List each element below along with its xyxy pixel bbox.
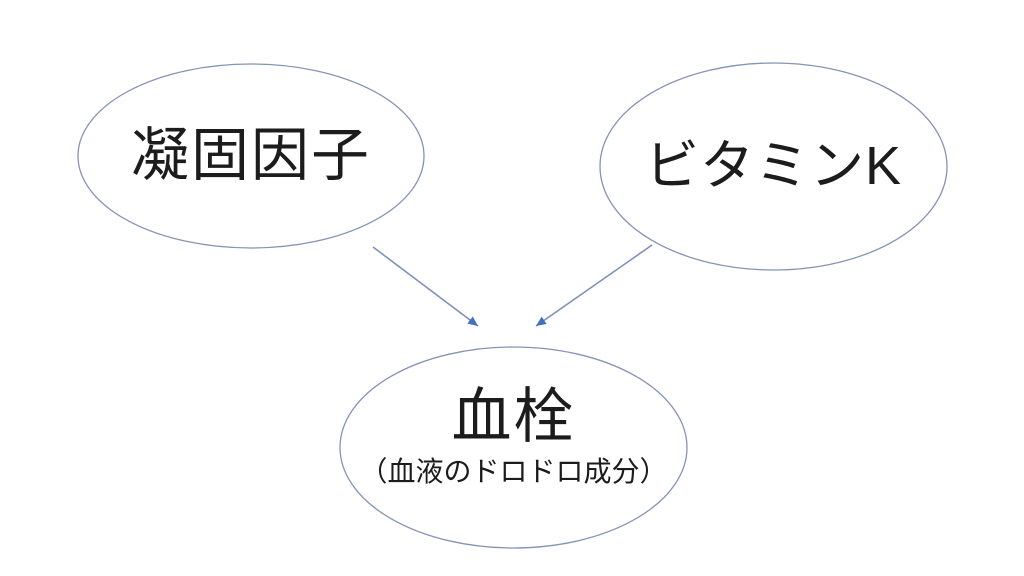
arrow-vitamin-k-to-thrombus <box>535 244 653 327</box>
ellipse-thrombus <box>339 346 688 549</box>
ellipse-coagulation-factor <box>77 63 425 249</box>
ellipse-vitamin-k <box>599 62 948 271</box>
arrow-coagulation-to-thrombus <box>372 246 479 327</box>
